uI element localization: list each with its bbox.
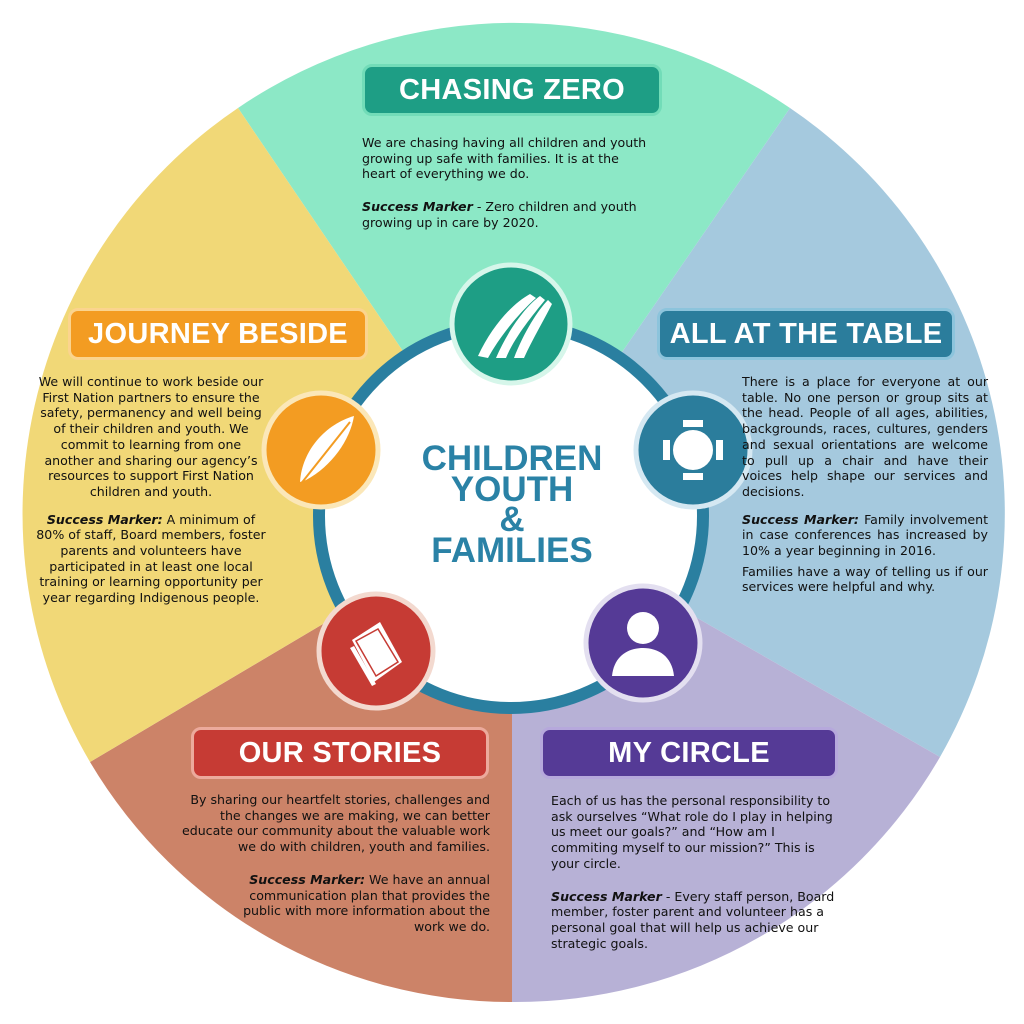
journey-beside-text: We will continue to work beside our Firs… <box>36 374 266 606</box>
our-stories-success-text: We have an annual communication plan tha… <box>243 871 490 934</box>
our-stories-text: By sharing our heartfelt stories, challe… <box>176 792 490 935</box>
our-stories-body: By sharing our heartfelt stories, challe… <box>181 792 490 855</box>
journey-beside-success: Success Marker: A minimum of 80% of staf… <box>36 512 266 606</box>
journey-beside-title: JOURNEY BESIDE <box>68 308 368 360</box>
our-stories-success-label: Success Marker: <box>249 871 366 887</box>
chasing-zero-success-text: - Zero children and youth growing up in … <box>362 199 637 230</box>
all-at-the-table-body: There is a place for everyone at our tab… <box>742 374 988 499</box>
my-circle-body: Each of us has the personal responsibili… <box>551 793 833 871</box>
center-title-line-3: & <box>499 500 525 539</box>
all-at-the-table-text: There is a place for everyone at our tab… <box>742 374 988 595</box>
chasing-zero-text: We are chasing having all children and y… <box>362 135 647 231</box>
all-at-the-table-success-text: Family involvement in case conferences h… <box>742 511 989 559</box>
chasing-zero-title: CHASING ZERO <box>362 64 662 116</box>
center-title-line-1: CHILDREN <box>421 439 603 478</box>
center-title-line-2: YOUTH <box>450 469 574 509</box>
journey-beside-success-text: A minimum of 80% of staff, Board members… <box>36 511 266 606</box>
chasing-zero-success-label: Success Marker <box>362 199 473 215</box>
my-circle-title: MY CIRCLE <box>540 727 838 779</box>
all-at-the-table-title: ALL AT THE TABLE <box>657 308 955 360</box>
feather-icon <box>261 390 381 510</box>
center-title: CHILDREN YOUTH & FAMILIES <box>380 439 644 570</box>
table-icon <box>633 390 753 510</box>
all-at-the-table-sector <box>512 108 1005 757</box>
our-stories-title: OUR STORIES <box>191 727 489 779</box>
all-at-the-table-success-label: Success Marker: <box>742 511 859 527</box>
chasing-zero-body: We are chasing having all children and y… <box>362 135 647 182</box>
our-stories-success: Success Marker: We have an annual commun… <box>176 872 490 935</box>
my-circle-success-text: - Every staff person, Board member, fost… <box>551 888 835 951</box>
journey-beside-body: We will continue to work beside our Firs… <box>38 374 264 499</box>
my-circle-text: Each of us has the personal responsibili… <box>551 793 836 951</box>
road-icon <box>449 262 573 386</box>
chasing-zero-success: Success Marker - Zero children and youth… <box>362 199 647 230</box>
person-icon <box>583 583 703 703</box>
my-circle-success: Success Marker - Every staff person, Boa… <box>551 889 836 952</box>
journey-beside-success-label: Success Marker: <box>46 511 163 527</box>
book-icon <box>316 591 436 711</box>
all-at-the-table-success: Success Marker: Family involvement in ca… <box>742 512 988 559</box>
all-at-the-table-extra: Families have a way of telling us if our… <box>742 563 988 595</box>
center-title-line-4: FAMILIES <box>431 530 593 570</box>
my-circle-success-label: Success Marker <box>551 888 662 904</box>
